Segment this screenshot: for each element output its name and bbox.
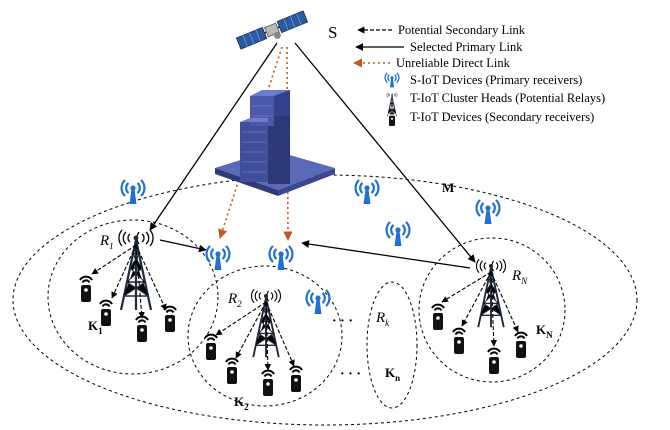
secondary-link	[490, 271, 519, 333]
wifi-antenna-icon	[384, 72, 400, 89]
legend-unreliable-direct-link: Unreliable Direct Link	[396, 56, 511, 70]
t-iot-device	[487, 347, 501, 375]
cluster-1-ellipse	[47, 219, 219, 375]
secondary-link	[461, 271, 492, 327]
s-iot-device-1	[120, 178, 146, 206]
secondary-link	[215, 301, 267, 336]
legend-selected-primary-link: Selected Primary Link	[410, 40, 523, 54]
secondary-link	[135, 244, 145, 319]
t-iot-device	[163, 305, 177, 333]
t-iot-device	[289, 365, 303, 393]
t-iot-device	[99, 299, 113, 327]
secondary-link	[235, 301, 267, 359]
t-iot-device	[452, 327, 466, 355]
t-iot-device	[261, 369, 275, 397]
legend-s-iot-devices: S-IoT Devices (Primary receivers)	[410, 73, 582, 87]
ellipsis-2: · · ·	[340, 367, 361, 382]
s-iot-device-5	[205, 244, 231, 272]
primary-link-rn-siot	[301, 240, 471, 269]
k2-label: K2	[234, 394, 249, 412]
m-label: M	[442, 180, 454, 195]
s-iot-device-3	[475, 198, 501, 226]
primary-link-s-r1	[149, 42, 278, 231]
kn-label: KN	[536, 322, 553, 340]
secondary-link	[490, 271, 498, 347]
t-iot-device	[79, 275, 93, 303]
r2-label: R2	[227, 291, 242, 309]
s-iot-device-2	[354, 178, 380, 206]
legend: Potential Secondary Link Selected Primar…	[353, 23, 605, 127]
t-iot-device	[204, 333, 218, 361]
primary-link-s-rn	[294, 42, 476, 263]
kn2-label: Kn	[385, 365, 400, 383]
cluster-k-ellipse	[366, 281, 418, 409]
ellipsis-1: · · ·	[332, 314, 353, 329]
secondary-link	[441, 271, 492, 303]
k1-label: K1	[88, 318, 103, 336]
cluster-n-ellipse	[418, 237, 566, 383]
rk-label: Rk	[375, 310, 390, 328]
cluster-head-r2	[250, 288, 282, 359]
rn-label: RN	[511, 268, 528, 286]
secondary-link	[264, 301, 272, 371]
t-iot-device	[514, 331, 528, 359]
sensor-device-icon	[387, 110, 397, 127]
cluster-2-ellipse	[187, 265, 343, 407]
r1-label: R1	[99, 233, 114, 251]
t-iot-device	[431, 303, 445, 331]
secondary-link	[111, 244, 137, 299]
legend-t-iot-cluster-heads: T-IoT Cluster Heads (Potential Relays)	[410, 91, 605, 105]
t-iot-device	[135, 315, 149, 343]
s-iot-device-4	[385, 220, 411, 248]
satellite-label: S	[328, 23, 337, 42]
cluster-head-rn	[475, 258, 507, 329]
legend-potential-secondary-link: Potential Secondary Link	[398, 23, 526, 37]
legend-t-iot-devices: T-IoT Devices (Secondary receivers)	[410, 110, 594, 124]
primary-link-r1-siot	[159, 239, 207, 253]
secondary-link	[91, 244, 137, 275]
satellite-icon	[235, 10, 309, 50]
building-icon	[215, 90, 335, 196]
t-iot-device	[225, 357, 239, 385]
